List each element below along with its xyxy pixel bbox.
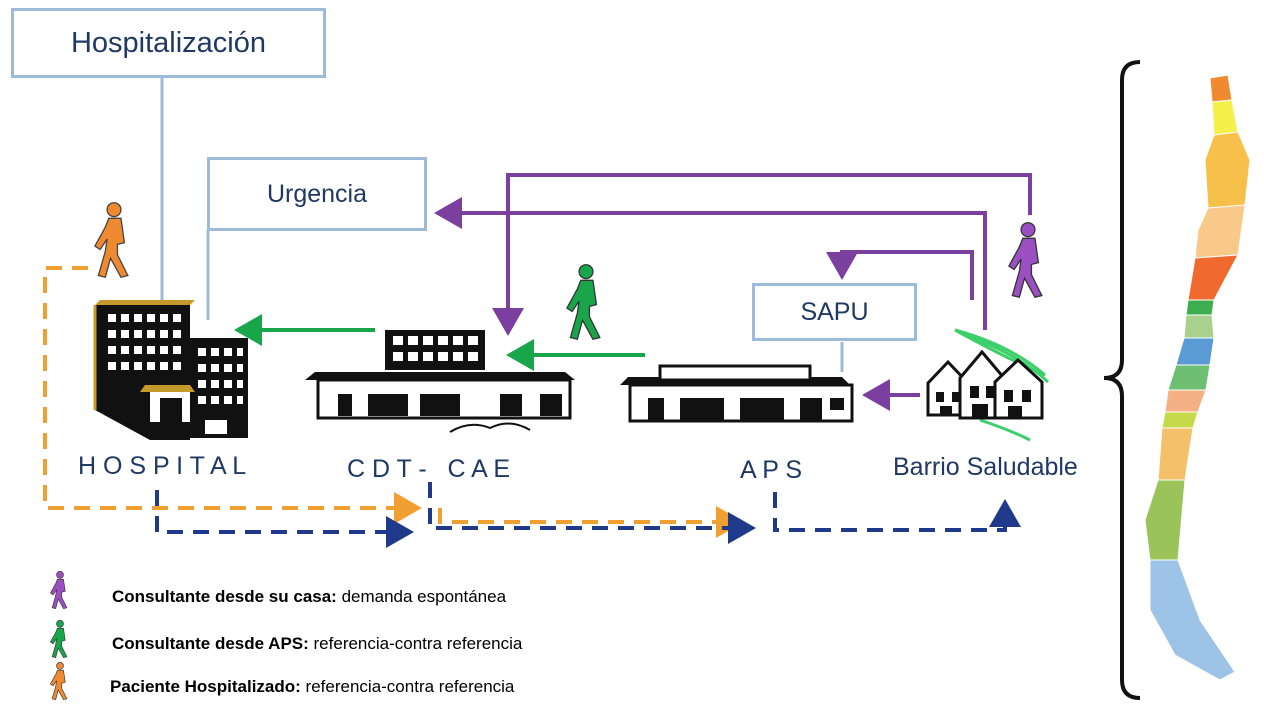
legend-desc: demanda espontánea <box>336 587 507 606</box>
flow-hospital-to-cdt-navy <box>155 490 414 548</box>
aps-label: A P S <box>740 456 803 484</box>
legend-item-home: Consultante desde su casa: demanda espon… <box>112 587 506 607</box>
legend-desc: referencia-contra referencia <box>308 634 523 653</box>
cdt-cae-label: C D T - C A E <box>347 455 511 483</box>
legend-term: Consultante desde APS: <box>112 634 309 653</box>
walker-orange-icon <box>94 202 129 278</box>
chile-map-icon <box>1144 74 1251 681</box>
aps-building-icon <box>620 364 854 423</box>
flow-cdt-to-aps-navy <box>428 482 756 544</box>
walker-green-icon <box>566 264 601 340</box>
hospital-label: H O S P I T A L <box>78 452 247 480</box>
urgencia-box: Urgencia <box>207 157 427 231</box>
sapu-box: SAPU <box>752 283 917 341</box>
legend-item-hospitalizado: Paciente Hospitalizado: referencia-contr… <box>110 677 514 697</box>
urgencia-label: Urgencia <box>266 179 368 208</box>
barrio-saludable-label: Barrio Saludable <box>893 453 1078 481</box>
barrio-houses-icon <box>926 328 1050 442</box>
legend-green-walker-icon <box>50 620 68 658</box>
legend-term: Paciente Hospitalizado: <box>110 677 301 696</box>
flow-home-to-urgencia <box>434 197 987 330</box>
legend-purple-walker-icon <box>50 571 68 609</box>
walker-purple-icon <box>1008 222 1043 298</box>
legend-term: Consultante desde su casa: <box>112 587 337 606</box>
flow-home-to-sapu <box>826 250 974 300</box>
flow-cdt-to-aps-dashed <box>438 506 744 538</box>
hospital-building-icon <box>93 300 248 440</box>
cdt-cae-building-icon <box>305 330 575 433</box>
legend-desc: referencia-contra referencia <box>300 677 515 696</box>
brace <box>1103 60 1141 700</box>
legend-orange-walker-icon <box>50 662 68 700</box>
hospitalizacion-box: Hospitalización <box>11 8 326 78</box>
sapu-label: SAPU <box>800 297 869 326</box>
hospitalizacion-label: Hospitalización <box>70 26 267 59</box>
legend-item-aps: Consultante desde APS: referencia-contra… <box>112 634 522 654</box>
flow-aps-to-barrio-navy <box>773 492 1021 532</box>
flow-hospital-to-cdt-dashed <box>43 266 422 524</box>
flow-home-to-cdt <box>492 173 1032 336</box>
